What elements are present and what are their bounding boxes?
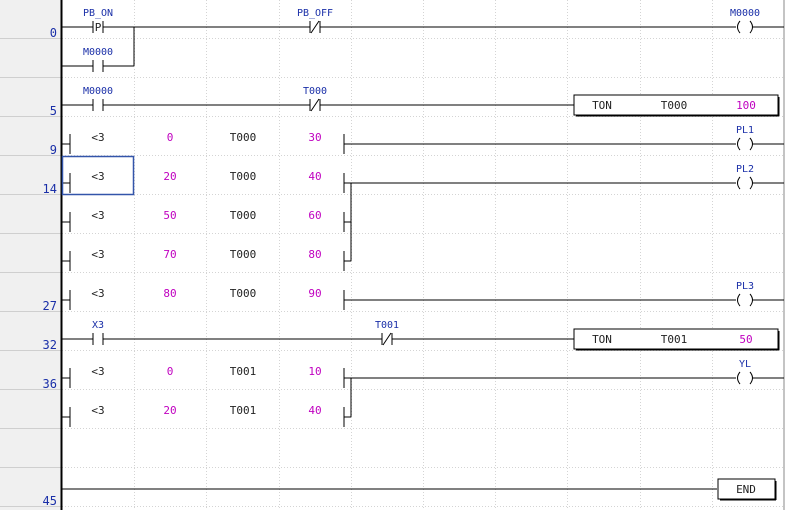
compare-operand-b: 60 (308, 209, 321, 222)
coil-arc-right (749, 176, 753, 190)
rung-number: 45 (43, 494, 57, 508)
compare-operator: <3 (91, 404, 104, 417)
rung-number: 36 (43, 377, 57, 391)
rung-number: 32 (43, 338, 57, 352)
pb-on-pulse-contact[interactable]: P (84, 21, 112, 34)
device-label: PB_ON (83, 8, 113, 19)
timer-preset: 100 (736, 99, 756, 112)
end-label: END (736, 483, 756, 496)
rung-number: 9 (50, 143, 57, 157)
m0000-contact[interactable] (84, 99, 112, 111)
compare-operand-a: 50 (163, 209, 176, 222)
timer-box-t000[interactable]: TON T000 100 (573, 94, 780, 117)
compare-block-row-4[interactable]: <3 20 T000 40 (62, 170, 351, 193)
timer-preset: 50 (739, 333, 752, 346)
device-label: YL (739, 359, 751, 370)
compare-operand-a: 0 (167, 131, 174, 144)
device-label: X3 (92, 320, 104, 331)
pl2-coil[interactable] (737, 176, 785, 190)
device-label: T001 (375, 320, 399, 331)
compare-operand-b: 90 (308, 287, 321, 300)
coil-arc-right (749, 371, 753, 385)
compare-block-row-5[interactable]: <3 50 T000 60 (62, 209, 351, 232)
selection-cursor[interactable] (61, 155, 135, 196)
t001-nc-contact[interactable] (373, 332, 401, 346)
compare-operand-b: 40 (308, 170, 321, 183)
contact-slash (310, 20, 320, 34)
line-number-gutter (0, 0, 62, 510)
timer-box-t001[interactable]: TON T001 50 (573, 328, 780, 351)
rung-number: 14 (43, 182, 57, 196)
device-label: M0000 (83, 47, 113, 58)
compare-operator: <3 (91, 170, 104, 183)
device-label: PL2 (736, 164, 754, 175)
device-label: PB_OFF (297, 8, 333, 19)
device-label: PL3 (736, 281, 754, 292)
compare-operand-b: 40 (308, 404, 321, 417)
compare-operand-b: 30 (308, 131, 321, 144)
timer-device: T000 (661, 99, 688, 112)
timer-instruction: TON (592, 333, 612, 346)
device-label: M0000 (83, 86, 113, 97)
device-label: PL1 (736, 125, 754, 136)
timer-device: T001 (661, 333, 688, 346)
compare-operand-b: 80 (308, 248, 321, 261)
rung-number: 27 (43, 299, 57, 313)
coil-arc-right (749, 137, 753, 151)
device-label: T000 (303, 86, 327, 97)
compare-block-row-3[interactable]: <3 0 T000 30 (62, 131, 351, 154)
compare-operand-a: 70 (163, 248, 176, 261)
end-instruction[interactable]: END (717, 478, 777, 501)
compare-device: T001 (230, 404, 257, 417)
pl3-coil[interactable] (737, 293, 785, 307)
coil-arc-right (749, 293, 753, 307)
compare-operand-a: 20 (163, 170, 176, 183)
compare-device: T000 (230, 287, 257, 300)
coil-arc-left (737, 371, 741, 385)
compare-block-row-6[interactable]: <3 70 T000 80 (62, 248, 351, 271)
compare-operator: <3 (91, 248, 104, 261)
compare-block-row-10[interactable]: <3 20 T001 40 (62, 404, 351, 427)
pb-off-contact[interactable] (301, 20, 329, 34)
coil-arc-left (737, 20, 741, 34)
compare-block-row-7[interactable]: <3 80 T000 90 (62, 287, 351, 310)
rung-number: 0 (50, 26, 57, 40)
compare-operand-a: 0 (167, 365, 174, 378)
contact-slash (310, 98, 320, 112)
coil-arc-right (749, 20, 753, 34)
coil-arc-left (737, 176, 741, 190)
compare-operator: <3 (91, 365, 104, 378)
coil-arc-left (737, 137, 741, 151)
timer-box-frame (573, 94, 779, 116)
rung-number: 5 (50, 104, 57, 118)
compare-operator: <3 (91, 131, 104, 144)
compare-device: T000 (230, 170, 257, 183)
yl-coil[interactable] (737, 371, 785, 385)
compare-operator: <3 (91, 209, 104, 222)
end-box-frame (717, 478, 776, 500)
compare-operand-a: 20 (163, 404, 176, 417)
contact-slash (382, 332, 392, 346)
pl1-coil[interactable] (737, 137, 785, 151)
compare-operator: <3 (91, 287, 104, 300)
x3-contact[interactable] (84, 333, 112, 345)
timer-instruction: TON (592, 99, 612, 112)
compare-block-row-9[interactable]: <3 0 T001 10 (62, 365, 351, 388)
device-label: M0000 (730, 8, 760, 19)
m0000-coil[interactable] (737, 20, 785, 34)
t000-nc-contact[interactable] (301, 98, 329, 112)
compare-device: T000 (230, 131, 257, 144)
pulse-glyph: P (95, 21, 102, 34)
timer-box-frame (573, 328, 779, 350)
coil-arc-left (737, 293, 741, 307)
compare-operand-a: 80 (163, 287, 176, 300)
compare-operand-b: 10 (308, 365, 321, 378)
compare-device: T000 (230, 248, 257, 261)
m0000-seal-contact[interactable] (84, 60, 112, 72)
compare-device: T000 (230, 209, 257, 222)
compare-device: T001 (230, 365, 257, 378)
